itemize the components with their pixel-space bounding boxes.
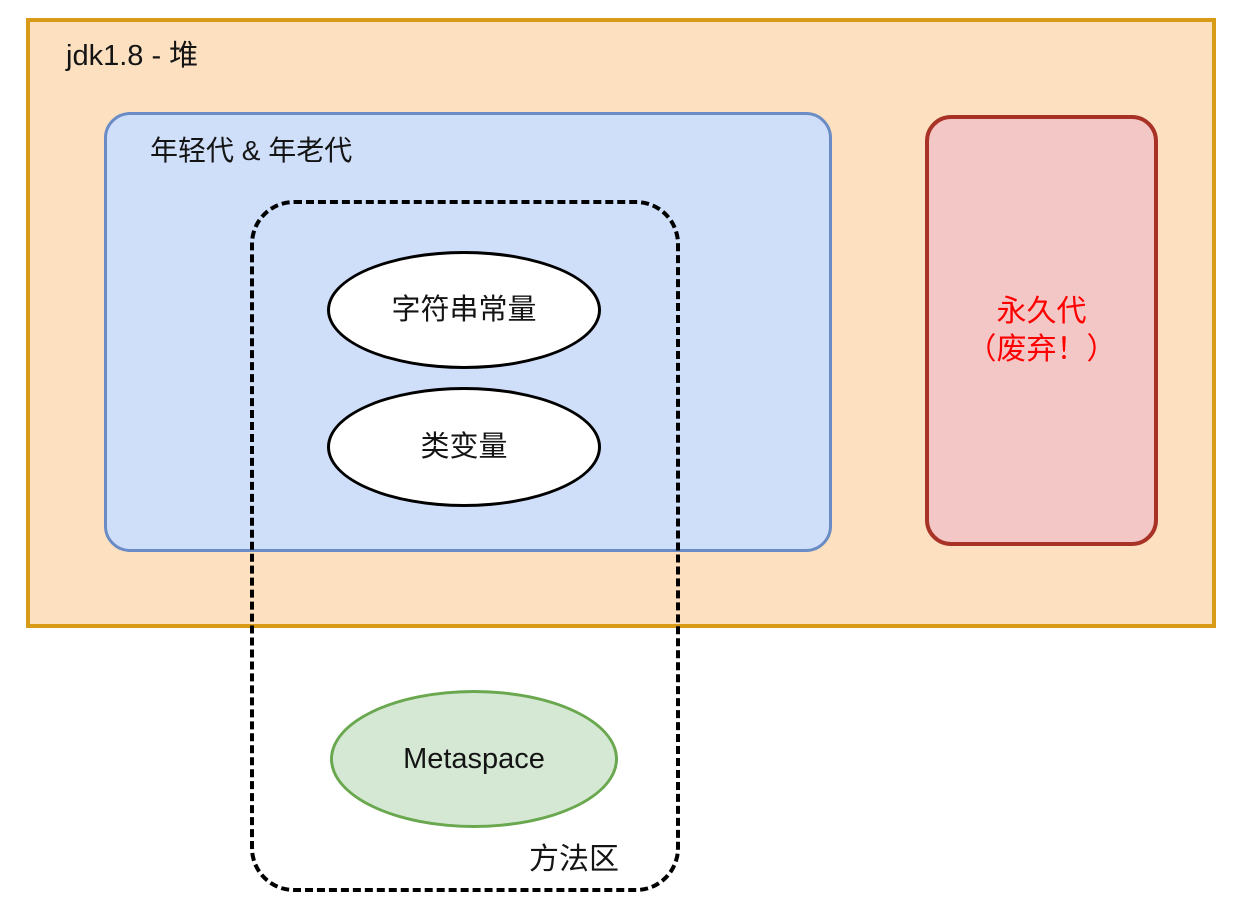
permanent-generation-label-line1: 永久代: [996, 294, 1087, 328]
node-class-variable: 类变量: [327, 387, 601, 507]
method-area-label: 方法区: [529, 843, 619, 876]
generation-region-label: 年轻代 & 年老代: [150, 135, 353, 166]
permanent-generation-label-line2: （废弃！）: [966, 332, 1117, 366]
permanent-generation-box: 永久代 （废弃！）: [925, 115, 1158, 546]
node-string-constant-pool: 字符串常量: [327, 251, 601, 369]
method-area-box: [250, 200, 680, 892]
node-metaspace: Metaspace: [330, 690, 618, 828]
heap-region-label: jdk1.8 - 堆: [66, 40, 199, 72]
node-string-constant-pool-label: 字符串常量: [391, 294, 537, 326]
node-metaspace-label: Metaspace: [403, 743, 545, 775]
node-class-variable-label: 类变量: [420, 431, 508, 463]
